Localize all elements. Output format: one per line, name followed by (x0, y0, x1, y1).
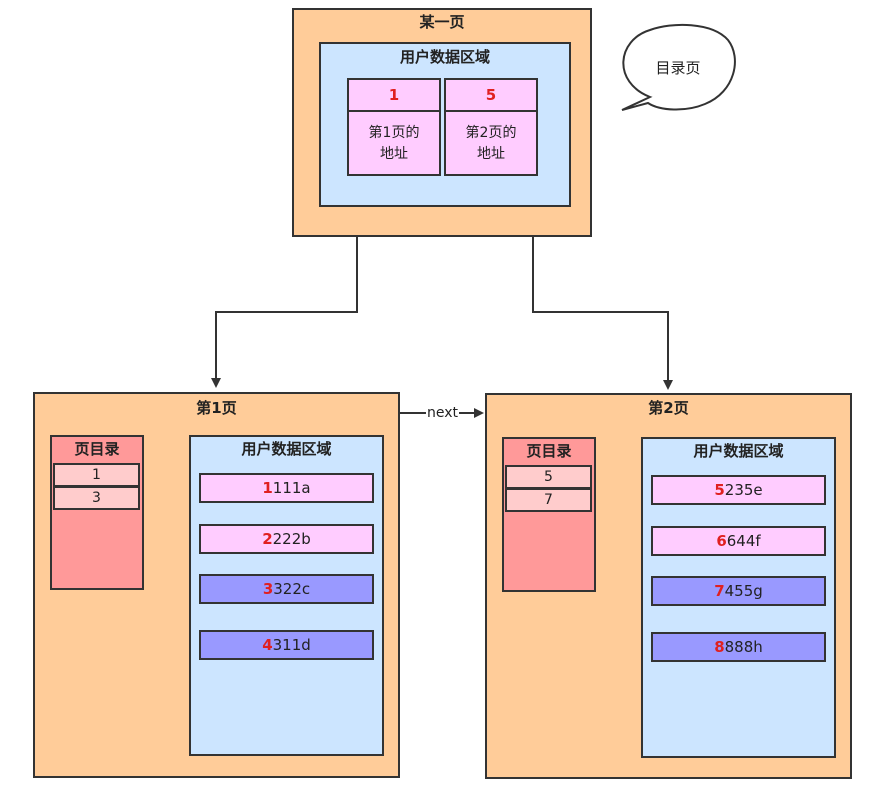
root-entry-address: 第1页的地址 (368, 125, 420, 162)
page-2-directory-slot: 5 (505, 465, 592, 489)
record-value: 311d (272, 636, 311, 654)
page-1-user-area-title: 用户数据区域 (241, 440, 332, 458)
page-2-directory-title: 页目录 (526, 442, 572, 460)
page-1-title: 第1页 (196, 399, 237, 417)
page-2-user-area-title: 用户数据区域 (693, 442, 784, 460)
record-row: 3322c (199, 574, 374, 604)
root-entry-key: 1 (349, 80, 439, 112)
root-entry-address: 第2页的地址 (465, 125, 517, 162)
record-key: 2 (262, 530, 273, 548)
page-1-directory: 页目录 (50, 435, 144, 590)
callout-bubble (621, 23, 736, 111)
record-key: 3 (262, 580, 274, 598)
arrow-root-to-page2 (532, 236, 673, 390)
record-value: 322c (273, 580, 311, 598)
page-1-directory-slot: 3 (53, 486, 140, 510)
record-row: 8888h (651, 632, 826, 662)
record-value: 455g (724, 582, 763, 600)
root-page-title: 某一页 (419, 13, 465, 31)
record-row: 6644f (651, 526, 826, 556)
page-2-directory-slot: 7 (505, 488, 592, 512)
record-value: 111a (272, 479, 311, 497)
record-value: 235e (724, 481, 763, 499)
root-entry-2: 5 第2页的地址 (444, 78, 538, 176)
root-entry-key: 5 (446, 80, 536, 112)
page-1-directory-slot: 1 (53, 463, 140, 487)
record-key: 1 (262, 479, 273, 497)
record-value: 644f (726, 532, 761, 550)
record-key: 5 (714, 481, 725, 499)
record-row: 7455g (651, 576, 826, 606)
record-key: 7 (714, 582, 725, 600)
record-key: 6 (716, 532, 727, 550)
root-entry-1: 1 第1页的地址 (347, 78, 441, 176)
record-row: 5235e (651, 475, 826, 505)
record-value: 222b (272, 530, 311, 548)
record-key: 8 (714, 638, 725, 656)
record-row: 2222b (199, 524, 374, 554)
root-user-area-title: 用户数据区域 (399, 48, 490, 66)
record-key: 4 (262, 636, 273, 654)
page-1-directory-title: 页目录 (74, 440, 120, 458)
arrow-root-to-page1 (211, 236, 358, 388)
page-2-title: 第2页 (648, 399, 689, 417)
page-2-directory: 页目录 (502, 437, 596, 592)
record-row: 1111a (199, 473, 374, 503)
next-label: next (426, 405, 460, 421)
record-value: 888h (724, 638, 763, 656)
record-row: 4311d (199, 630, 374, 660)
callout-text: 目录页 (655, 59, 701, 77)
